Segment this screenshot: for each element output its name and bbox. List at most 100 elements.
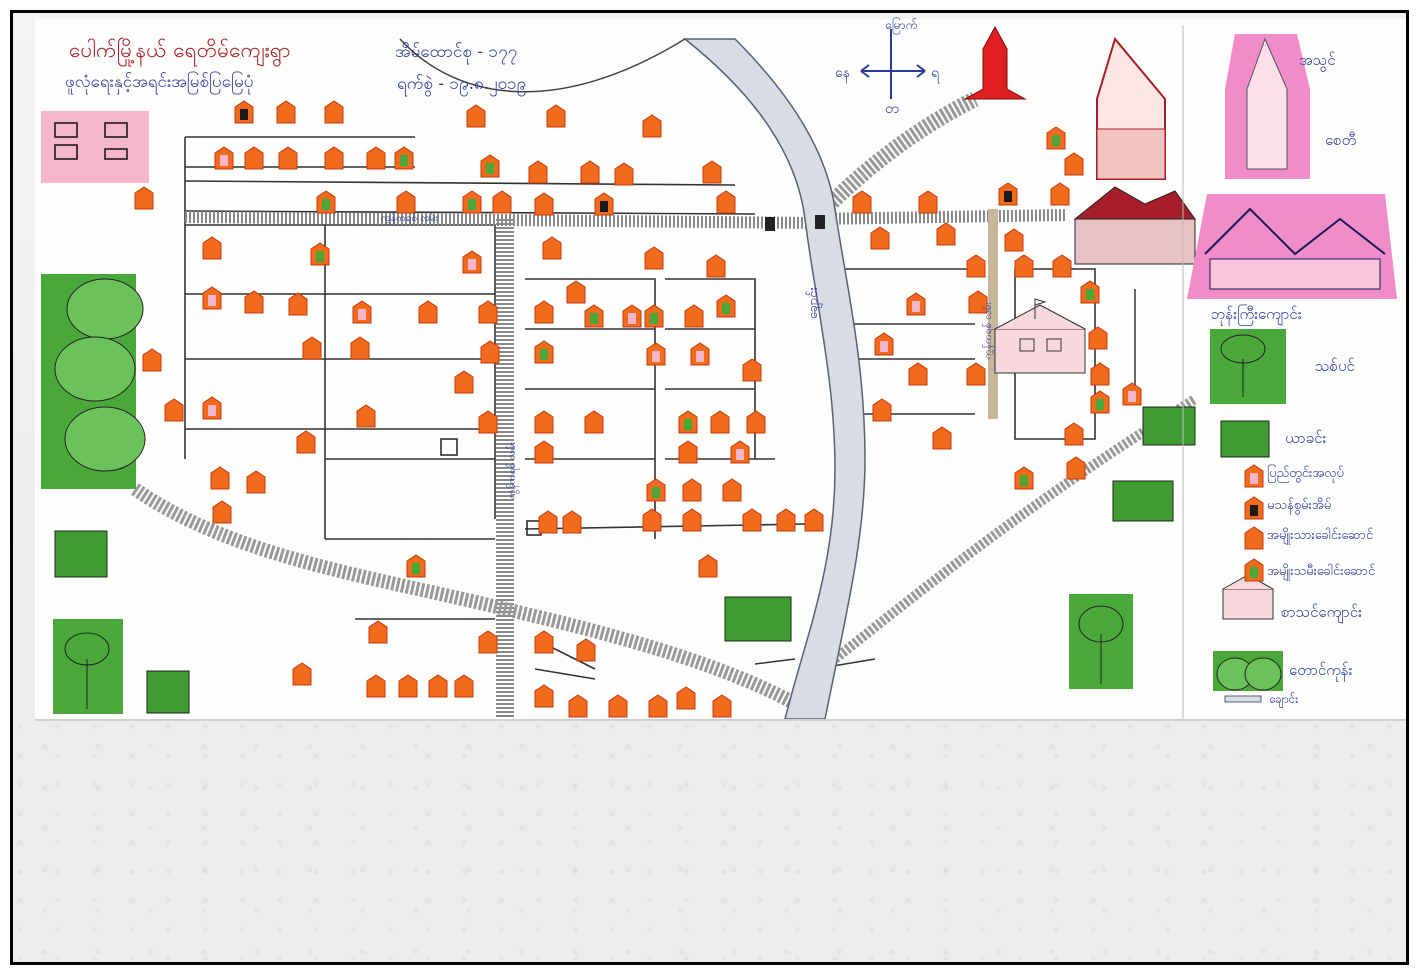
house-marker (576, 638, 596, 662)
house-marker (642, 114, 662, 138)
house-marker (918, 190, 938, 214)
house-marker (690, 342, 710, 366)
legend-pink-house-label: ပြည်တွင်းအလုပ် (1267, 466, 1344, 481)
house-marker (394, 146, 414, 170)
house-marker (584, 410, 604, 434)
photo-frame: ပေါက်မြို့နယ် ရေတိမ်ကျေးရွာ ဖူလုံရေးနှင့… (10, 10, 1409, 965)
house-marker (1244, 464, 1264, 488)
small-houses-icon (54, 122, 128, 160)
house-marker (462, 250, 482, 274)
pink-area (41, 111, 149, 183)
house-marker (480, 340, 500, 364)
house-marker (906, 292, 926, 316)
house-marker (534, 340, 554, 364)
bridges (765, 215, 825, 231)
house-marker (538, 510, 558, 534)
stream (682, 38, 866, 719)
red-pagoda-icon (963, 25, 1027, 100)
house-marker (716, 294, 736, 318)
house-marker (646, 478, 666, 502)
house-marker (966, 254, 986, 278)
house-marker (292, 662, 312, 686)
house-marker (1066, 456, 1086, 480)
house-marker (202, 236, 222, 260)
house-marker (684, 304, 704, 328)
legend-forest-hills-label: တောင်ကုန်း (1289, 661, 1353, 679)
house-marker (462, 190, 482, 214)
house-marker (648, 694, 668, 718)
house-marker (966, 362, 986, 386)
house-marker (678, 410, 698, 434)
monastery-drawing (1073, 186, 1196, 265)
house-marker (742, 508, 762, 532)
house-marker (352, 300, 372, 324)
compass-west: နေ (835, 65, 850, 81)
house-marker (368, 620, 388, 644)
house-marker (1122, 382, 1142, 406)
house-marker (1080, 280, 1100, 304)
house-marker (278, 146, 298, 170)
legend-tree-label: သစ်ပင် (1315, 357, 1355, 375)
house-marker (246, 470, 266, 494)
legend-farmland-label: ယာခင်း (1285, 429, 1327, 447)
house-marker (356, 404, 376, 428)
house-marker (534, 684, 554, 708)
house-marker (1050, 182, 1070, 206)
house-marker (968, 290, 988, 314)
house-marker (730, 440, 750, 464)
legend-forest-hills-icon (1213, 651, 1283, 691)
pagoda-drawing (1096, 36, 1166, 180)
house-marker (534, 192, 554, 216)
house-marker (418, 300, 438, 324)
school-building (994, 298, 1086, 374)
house-marker (316, 190, 336, 214)
legend-tree-icon (1210, 329, 1286, 404)
house-marker (478, 410, 498, 434)
house-marker (534, 410, 554, 434)
house-marker (712, 694, 732, 718)
house-marker (998, 182, 1018, 206)
house-marker (746, 410, 766, 434)
house-marker (870, 226, 890, 250)
house-marker (1090, 362, 1110, 386)
house-marker (546, 104, 566, 128)
map-subtitle: ဖူလုံရေးနှင့်အရင်းအမြစ်ပြမြေပုံ (65, 72, 254, 92)
house-marker (852, 190, 872, 214)
house-marker (682, 478, 702, 502)
legend-dark-house-label: မသန်စွမ်းအိမ် (1267, 498, 1332, 513)
house-marker (210, 466, 230, 490)
legend-school-label: စာသင်ကျောင်း (1281, 603, 1362, 621)
house-marker (1004, 228, 1024, 252)
house-marker (134, 186, 154, 210)
forest-area (41, 274, 146, 489)
house-marker (644, 304, 664, 328)
legend-monastery-icon (1187, 194, 1397, 299)
compass-icon (860, 29, 926, 99)
map-title: ပေါက်မြို့နယ် ရေတိမ်ကျေးရွာ (69, 38, 291, 62)
house-marker (682, 508, 702, 532)
clinic-icons (440, 438, 542, 536)
house-marker (296, 430, 316, 454)
house-marker (562, 510, 582, 534)
house-marker (1052, 254, 1072, 278)
house-marker (244, 146, 264, 170)
compass-south: တ (885, 101, 899, 117)
map-date: ရက်စွဲ - ၁၉.၈.၂၀၁၉ (397, 74, 527, 94)
house-marker (584, 304, 604, 328)
house-marker (710, 410, 730, 434)
house-marker (722, 478, 742, 502)
house-marker (480, 154, 500, 178)
house-marker (1064, 152, 1084, 176)
house-marker (478, 300, 498, 324)
house-marker (454, 370, 474, 394)
house-marker (580, 160, 600, 184)
house-marker (142, 348, 162, 372)
house-marker (302, 336, 322, 360)
house-marker (698, 554, 718, 578)
house-marker (804, 508, 824, 532)
house-marker (164, 398, 184, 422)
house-marker (396, 190, 416, 214)
house-marker (1244, 496, 1264, 520)
house-marker (1090, 390, 1110, 414)
legend-green-house-label: အမျိုးသမီးခေါင်းဆောင် (1267, 564, 1376, 579)
